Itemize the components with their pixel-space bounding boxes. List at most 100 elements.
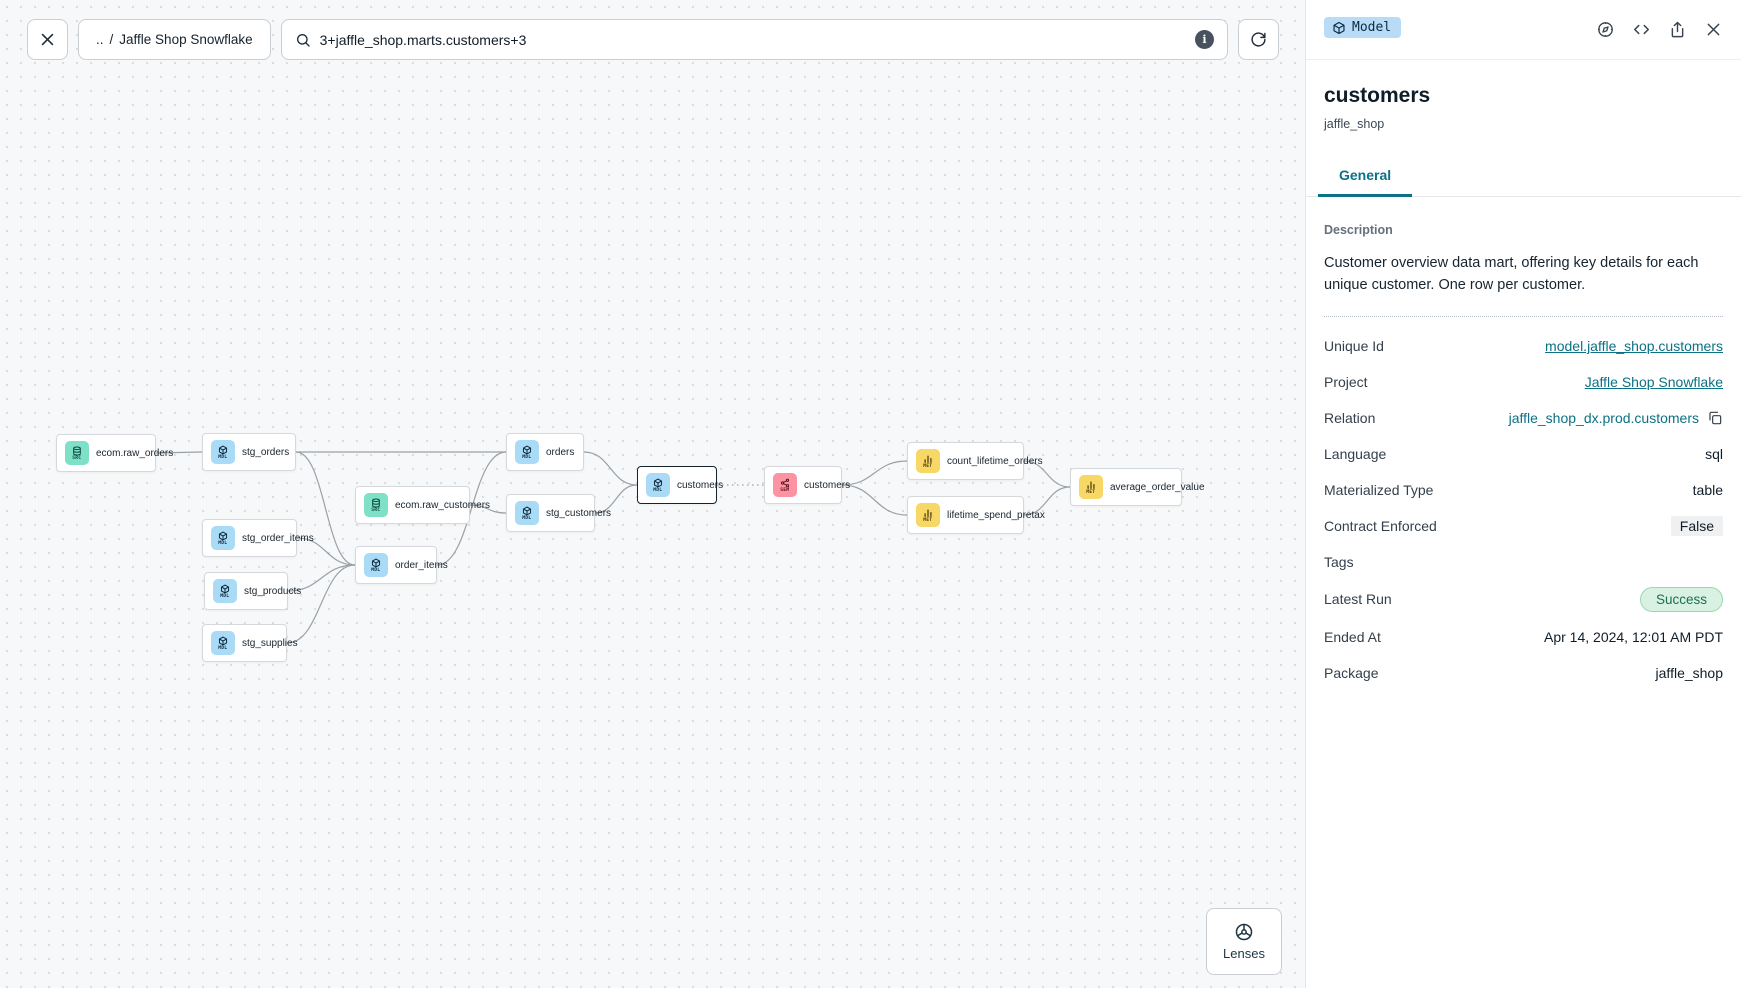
relation-value: jaffle_shop_dx.prod.customers bbox=[1508, 409, 1699, 426]
panel-header: Model bbox=[1306, 0, 1741, 60]
lenses-label: Lenses bbox=[1223, 946, 1265, 961]
cube-icon: MDL bbox=[364, 553, 388, 577]
node-type-tag: SEM bbox=[780, 486, 790, 492]
detail-row-language: Language sql bbox=[1324, 443, 1723, 465]
info-icon[interactable]: i bbox=[1195, 30, 1214, 49]
share-icon[interactable] bbox=[1668, 20, 1687, 39]
detail-label: Ended At bbox=[1324, 628, 1381, 645]
detail-value: jaffle_shop bbox=[1655, 664, 1723, 681]
metric-icon: MET bbox=[916, 449, 940, 473]
node-label: stg_supplies bbox=[242, 637, 298, 649]
close-lineage-button[interactable] bbox=[27, 19, 68, 60]
node-label: stg_orders bbox=[242, 446, 290, 458]
cube-icon bbox=[1333, 21, 1345, 34]
cube-icon: MDL bbox=[211, 440, 235, 464]
description-text: Customer overview data mart, offering ke… bbox=[1324, 255, 1699, 294]
node-order_items[interactable]: MDL order_items bbox=[355, 546, 448, 584]
detail-label: Package bbox=[1324, 664, 1379, 681]
node-stg_products[interactable]: MDL stg_products bbox=[204, 572, 301, 610]
detail-value: sql bbox=[1705, 445, 1723, 462]
lenses-button[interactable]: Lenses bbox=[1206, 908, 1282, 975]
close-panel-icon[interactable] bbox=[1704, 20, 1723, 39]
edge-customers_sem-to-lifetime_spend_pretax bbox=[841, 484, 908, 516]
edge-customers_sem-to-count_lifetime_orders bbox=[841, 460, 908, 486]
cube-icon: MDL bbox=[211, 526, 235, 550]
close-icon bbox=[41, 33, 54, 46]
unique-id-link[interactable]: model.jaffle_shop.customers bbox=[1545, 337, 1723, 354]
breadcrumb-up[interactable]: .. bbox=[96, 32, 104, 47]
node-label: order_items bbox=[395, 559, 448, 571]
explore-lineage-icon[interactable] bbox=[1596, 20, 1615, 39]
cube-icon: MDL bbox=[213, 579, 237, 603]
node-label: customers bbox=[804, 479, 851, 491]
refresh-icon bbox=[1251, 32, 1266, 47]
copy-icon[interactable] bbox=[1707, 410, 1723, 426]
project-link[interactable]: Jaffle Shop Snowflake bbox=[1584, 373, 1723, 390]
node-stg_customers[interactable]: MDL stg_customers bbox=[506, 494, 611, 532]
node-average_order_value[interactable]: MET average_order_value bbox=[1070, 468, 1205, 506]
detail-label: Project bbox=[1324, 373, 1368, 390]
node-type-tag: MDL bbox=[371, 566, 381, 572]
node-type-tag: MDL bbox=[218, 644, 228, 650]
edge-lifetime_spend_pretax-to-average_order_value bbox=[1023, 486, 1071, 516]
metric-icon: MET bbox=[1079, 475, 1103, 499]
cube-icon: MDL bbox=[646, 473, 670, 497]
database-icon: SRC bbox=[364, 493, 388, 517]
node-type-tag: MET bbox=[923, 516, 933, 522]
node-type-tag: MET bbox=[923, 462, 933, 468]
node-stg_supplies[interactable]: MDL stg_supplies bbox=[202, 624, 298, 662]
lineage-search-input[interactable]: 3+jaffle_shop.marts.customers+3 i bbox=[280, 19, 1228, 60]
panel-body: customers jaffle_shop General Descriptio… bbox=[1306, 84, 1741, 684]
node-type-tag: MDL bbox=[522, 453, 532, 459]
node-type-tag: MDL bbox=[220, 592, 230, 598]
details-panel: Model customers jaffle_shop General Desc… bbox=[1305, 0, 1741, 988]
metric-icon: MET bbox=[916, 503, 940, 527]
node-label: customers bbox=[677, 479, 724, 491]
node-label: average_order_value bbox=[1110, 481, 1205, 493]
semantic-model-icon: SEM bbox=[773, 473, 797, 497]
edge-raw_customers-to-stg_customers bbox=[469, 504, 507, 514]
panel-actions bbox=[1596, 17, 1723, 39]
edge-stg_products-to-order_items bbox=[287, 564, 356, 592]
edge-stg_orders-to-order_items bbox=[295, 451, 356, 566]
node-type-tag: MET bbox=[1086, 488, 1096, 494]
code-icon[interactable] bbox=[1632, 20, 1651, 39]
node-type-tag: SRC bbox=[72, 454, 82, 460]
breadcrumb[interactable]: .. / Jaffle Shop Snowflake bbox=[78, 19, 271, 60]
node-type-tag: MDL bbox=[522, 514, 532, 520]
resource-type-label: Model bbox=[1352, 20, 1392, 35]
page-subtitle: jaffle_shop bbox=[1324, 117, 1385, 131]
refresh-button[interactable] bbox=[1238, 19, 1279, 60]
cube-icon: MDL bbox=[515, 501, 539, 525]
node-type-tag: SRC bbox=[371, 506, 381, 512]
node-label: stg_customers bbox=[546, 507, 612, 519]
detail-label: Tags bbox=[1324, 553, 1354, 570]
node-type-tag: MDL bbox=[653, 486, 663, 492]
node-customers_model[interactable]: MDL customers bbox=[637, 466, 723, 504]
detail-value: Apr 14, 2024, 12:01 AM PDT bbox=[1544, 628, 1723, 645]
lineage-edges bbox=[155, 451, 1071, 644]
node-label: stg_products bbox=[244, 585, 302, 597]
edge-raw_orders-to-stg_orders bbox=[155, 451, 203, 454]
edge-order_items-to-orders bbox=[436, 451, 507, 566]
edge-count_lifetime_orders-to-average_order_value bbox=[1023, 460, 1071, 488]
tab-general[interactable]: General bbox=[1318, 167, 1413, 197]
node-customers_sem[interactable]: SEM customers bbox=[764, 466, 850, 504]
search-icon bbox=[296, 33, 310, 47]
detail-label: Language bbox=[1324, 445, 1387, 462]
breadcrumb-separator: / bbox=[109, 32, 114, 47]
tab-bar: General bbox=[1306, 167, 1741, 197]
node-stg_orders[interactable]: MDL stg_orders bbox=[202, 433, 296, 471]
